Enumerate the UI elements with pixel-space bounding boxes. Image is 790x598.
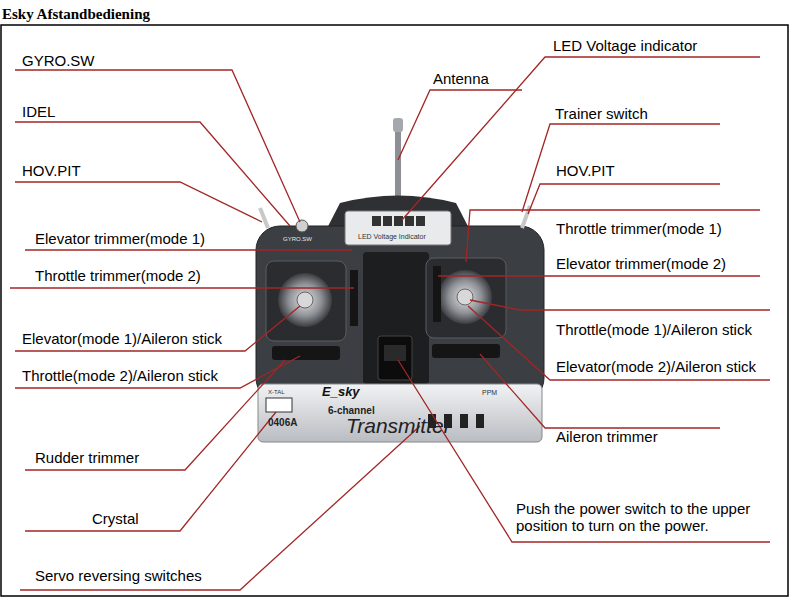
leader-line	[398, 90, 522, 160]
callout-label: Trainer switch	[555, 105, 648, 122]
leader-line	[470, 300, 770, 310]
led	[372, 216, 381, 226]
printed-marking: LED Voltage Indicator	[358, 233, 426, 241]
printed-marking: X-TAL	[268, 389, 285, 396]
callout-label: Elevator(mode 1)/Aileron stick	[22, 330, 222, 347]
callout-label: Throttle trimmer(mode 2)	[35, 267, 201, 284]
leader-line	[15, 70, 300, 222]
stick	[457, 289, 473, 305]
antenna	[395, 128, 401, 205]
power-slider	[384, 345, 406, 361]
leader-line	[528, 184, 720, 214]
leader-line	[466, 210, 760, 262]
servo-switch	[460, 414, 468, 428]
callout-label: Throttle trimmer(mode 1)	[556, 220, 722, 237]
leader-line	[402, 57, 760, 220]
led	[383, 216, 392, 226]
leader-line	[20, 426, 420, 590]
center-column	[363, 252, 429, 384]
stick	[297, 292, 313, 308]
callout-label: IDEL	[22, 103, 55, 120]
switch	[260, 208, 268, 228]
led-panel	[345, 211, 451, 245]
leader-line	[15, 356, 300, 388]
printed-marking: GYRO.SW	[283, 236, 312, 243]
leader-line	[522, 124, 720, 212]
led	[394, 216, 403, 226]
leader-line	[15, 306, 300, 351]
callout-label: Elevator trimmer(mode 2)	[556, 255, 726, 272]
gimbal	[426, 258, 506, 338]
leader-line	[25, 249, 352, 250]
callout-label: Aileron trimmer	[556, 428, 658, 445]
callout-label: LED Voltage indicator	[553, 37, 697, 54]
trim-slot	[433, 266, 441, 322]
leader-line	[10, 287, 354, 288]
trim-slot	[432, 344, 500, 358]
body	[256, 226, 544, 402]
gimbal-ring	[278, 273, 332, 327]
led	[405, 216, 414, 226]
servo-switch	[476, 414, 484, 428]
callout-label: Servo reversing switches	[35, 567, 202, 584]
callout-label: Elevator(mode 2)/Aileron stick	[556, 358, 756, 375]
power-switch	[378, 336, 412, 380]
callout-label: Elevator trimmer(mode 1)	[35, 230, 205, 247]
printed-marking: Transmitter	[346, 414, 451, 438]
front-plate	[258, 384, 542, 442]
leader-line	[438, 275, 760, 276]
callout-label: HOV.PIT	[22, 162, 81, 179]
leader-line	[468, 306, 770, 380]
leader-line	[15, 182, 262, 222]
printed-marking: E_sky	[322, 385, 360, 400]
callout-label: Rudder trimmer	[35, 449, 139, 466]
led	[416, 216, 425, 226]
callout-label: HOV.PIT	[556, 162, 615, 179]
leader-line	[25, 412, 276, 531]
callout-label: Push the power switch to the upper posit…	[516, 500, 790, 535]
trim-slot	[272, 346, 340, 360]
trim-slot	[350, 270, 358, 326]
page-title: Esky Afstandbediening	[2, 6, 150, 23]
callout-label: GYRO.SW	[22, 52, 95, 69]
callout-label: Crystal	[92, 510, 139, 527]
leader-line	[15, 122, 290, 226]
callout-label: Throttle(mode 2)/Aileron stick	[22, 367, 218, 384]
antenna-tip	[393, 118, 403, 132]
callout-label: Antenna	[433, 70, 489, 87]
printed-marking: PPM	[482, 389, 497, 397]
crystal	[266, 398, 292, 412]
gimbal-ring	[438, 270, 492, 324]
callout-label: Throttle(mode 1)/Aileron stick	[556, 321, 752, 338]
knob	[296, 220, 308, 232]
switch	[522, 206, 530, 228]
gimbal	[266, 261, 346, 341]
printed-marking: 0406A	[268, 417, 297, 429]
